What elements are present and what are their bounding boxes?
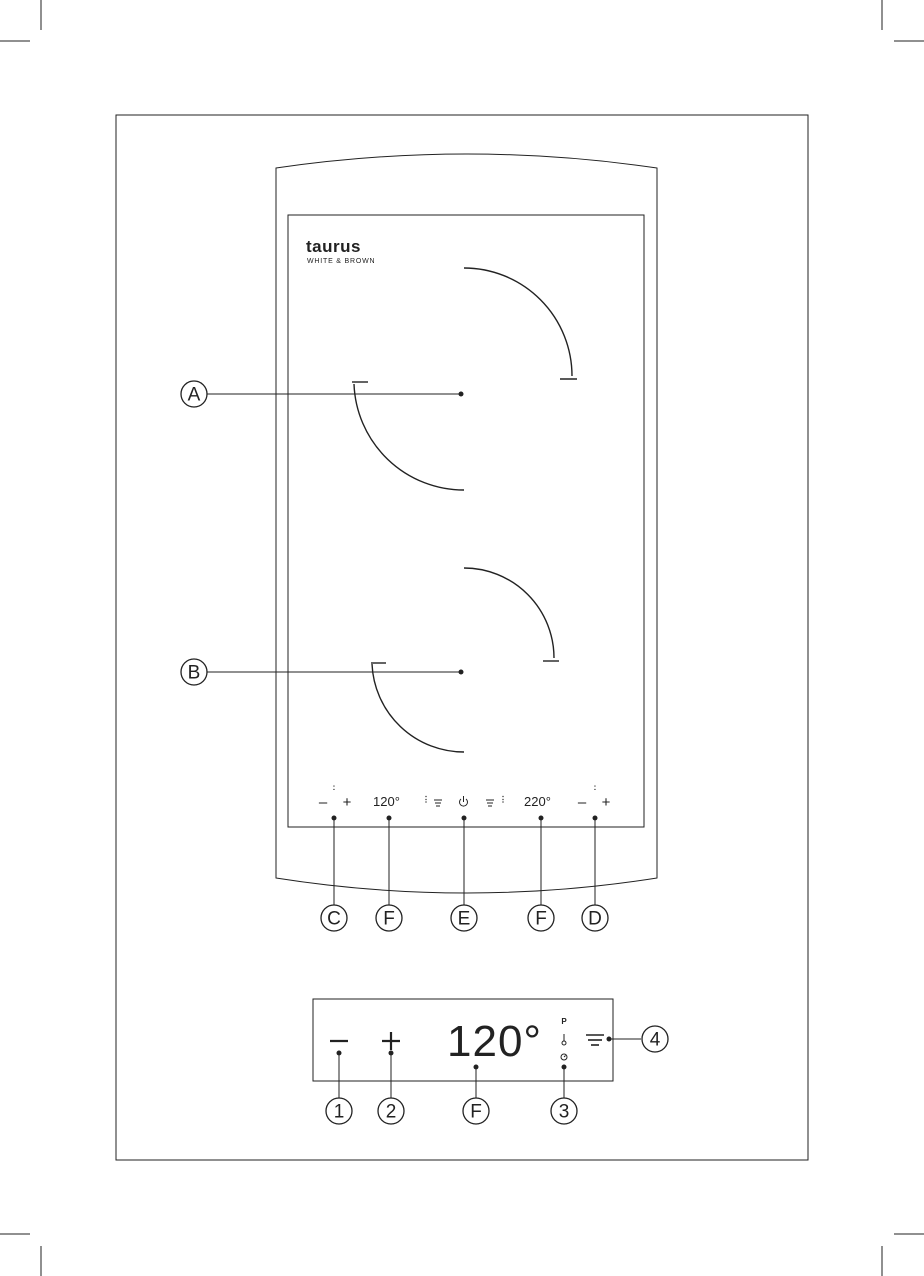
right-fan-level-icon	[486, 800, 494, 806]
callout-2-label: 2	[386, 1102, 397, 1123]
right-level-marker: :	[594, 783, 597, 792]
callout-4-label: 4	[650, 1030, 661, 1051]
callout-3-label: 3	[559, 1102, 570, 1123]
dot-e	[462, 816, 467, 821]
detail-mode-p: P	[561, 1017, 567, 1026]
left-plus: +	[343, 794, 352, 811]
brand-name: taurus	[306, 237, 361, 256]
dot-f-right	[539, 816, 544, 821]
dot-f-detail	[474, 1065, 479, 1070]
callout-f-right-label: F	[535, 909, 547, 930]
right-mode-marks: ⋮	[499, 795, 507, 804]
callout-1-label: 1	[334, 1102, 345, 1123]
left-display: 120°	[373, 794, 400, 809]
glass-panel	[288, 215, 644, 827]
left-minus: –	[319, 794, 328, 811]
control-strip: – + : 120° ⋮ ⋮ 220° – + :	[319, 783, 611, 811]
thermometer-icon	[562, 1034, 566, 1045]
fan-level-icon	[586, 1035, 604, 1045]
left-fan-level-icon	[434, 800, 442, 806]
right-display: 220°	[524, 794, 551, 809]
callout-f-detail-label: F	[470, 1102, 482, 1123]
detail-plus-symbol	[382, 1032, 400, 1050]
callout-f-left-label: F	[383, 909, 395, 930]
callout-a-label: A	[188, 385, 201, 406]
cooking-zone-a	[352, 268, 577, 490]
dot-2	[389, 1051, 394, 1056]
dot-c	[332, 816, 337, 821]
clock-icon	[561, 1054, 567, 1060]
right-minus: –	[578, 794, 587, 811]
dot-4	[607, 1037, 612, 1042]
brand-subname: WHITE & BROWN	[307, 258, 375, 265]
power-icon	[460, 796, 468, 806]
figure-frame	[116, 115, 808, 1160]
right-plus: +	[602, 794, 611, 811]
callout-c-label: C	[327, 909, 341, 930]
cooking-zone-b	[371, 568, 559, 752]
left-mode-marks: ⋮	[422, 795, 430, 804]
callout-b-label: B	[188, 663, 201, 684]
panel-leaders	[334, 818, 595, 905]
left-level-marker: :	[333, 783, 336, 792]
dot-d	[593, 816, 598, 821]
detail-display: 120°	[447, 1017, 542, 1066]
dot-f-left	[387, 816, 392, 821]
dot-3	[562, 1065, 567, 1070]
dot-1	[337, 1051, 342, 1056]
callout-e-label: E	[458, 909, 471, 930]
callout-d-label: D	[588, 909, 602, 930]
brand-logo: taurus WHITE & BROWN	[306, 237, 375, 265]
